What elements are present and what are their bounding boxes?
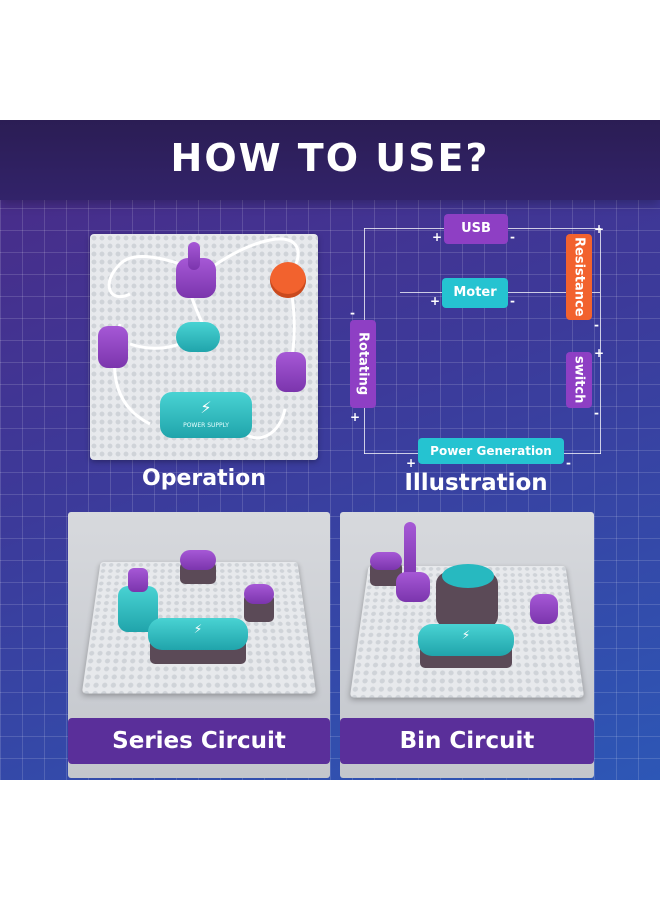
rotating-module-left — [98, 326, 128, 368]
power-generation-box: Power Generation — [418, 438, 564, 464]
moter-box: Moter — [442, 278, 508, 308]
usb-minus: - — [510, 230, 515, 244]
series-top-module — [180, 550, 216, 570]
series-circuit-photo: ⚡ Series Circuit — [68, 512, 330, 778]
resistance-plus: + — [594, 222, 605, 236]
bin-left-module — [370, 552, 402, 570]
rotating-box: Rotating — [350, 320, 376, 408]
page-title: HOW TO USE? — [170, 136, 490, 180]
power-minus: - — [566, 456, 571, 470]
bin-bolt-icon: ⚡ — [461, 628, 471, 642]
caption-series: Series Circuit — [112, 728, 286, 754]
rotating-minus: - — [350, 306, 355, 320]
operation-board: ⚡ POWER SUPPLY — [90, 234, 318, 460]
switch-box: switch — [566, 352, 592, 408]
caption-illustration: Illustration — [404, 470, 548, 496]
bolt-icon: ⚡ — [200, 398, 212, 417]
bin-fan-ring — [442, 564, 494, 588]
resistance-label: Resistance — [571, 237, 587, 317]
caption-bin: Bin Circuit — [399, 728, 535, 754]
power-supply-label: POWER SUPPLY — [183, 422, 229, 429]
power-supply-module: ⚡ POWER SUPPLY — [160, 392, 252, 438]
bin-caption-bar: Bin Circuit — [340, 718, 594, 764]
series-switch-module — [244, 584, 274, 604]
power-plus: + — [406, 456, 417, 470]
moter-label: Moter — [453, 285, 497, 300]
circuit-diagram: USB + - Moter + - Resistance + - Rotatin… — [340, 208, 610, 478]
series-power-supply: ⚡ — [148, 618, 248, 650]
rotating-label: Rotating — [355, 332, 371, 396]
fan-module — [176, 322, 220, 352]
series-bolt-icon: ⚡ — [193, 622, 203, 636]
instruction-panel: HOW TO USE? ⚡ POWER SUPPLY Operation — [0, 120, 660, 780]
caption-operation: Operation — [142, 466, 266, 491]
switch-label: switch — [571, 356, 587, 404]
bin-lamp-base — [396, 572, 430, 602]
lamp-stem — [188, 242, 200, 270]
switch-module-right — [276, 352, 306, 392]
moter-plus: + — [430, 294, 441, 308]
resistance-minus: - — [594, 318, 599, 332]
title-band: HOW TO USE? — [0, 120, 660, 200]
power-generation-label: Power Generation — [430, 444, 552, 458]
resistance-box: Resistance — [566, 234, 592, 320]
bin-power-supply: ⚡ — [418, 624, 514, 656]
bin-circuit-photo: ⚡ Bin Circuit — [340, 512, 594, 778]
switch-plus: + — [594, 346, 605, 360]
bin-lamp-stem — [404, 522, 416, 582]
series-lamp-module — [128, 568, 148, 592]
orange-button — [270, 262, 306, 298]
switch-minus: - — [594, 406, 599, 420]
frame-right — [600, 228, 601, 454]
rotating-plus: + — [350, 410, 361, 424]
usb-box: USB — [444, 214, 508, 244]
usb-label: USB — [461, 221, 491, 236]
usb-plus: + — [432, 230, 443, 244]
bin-switch-module — [530, 594, 558, 624]
series-caption-bar: Series Circuit — [68, 718, 330, 764]
moter-minus: - — [510, 294, 515, 308]
